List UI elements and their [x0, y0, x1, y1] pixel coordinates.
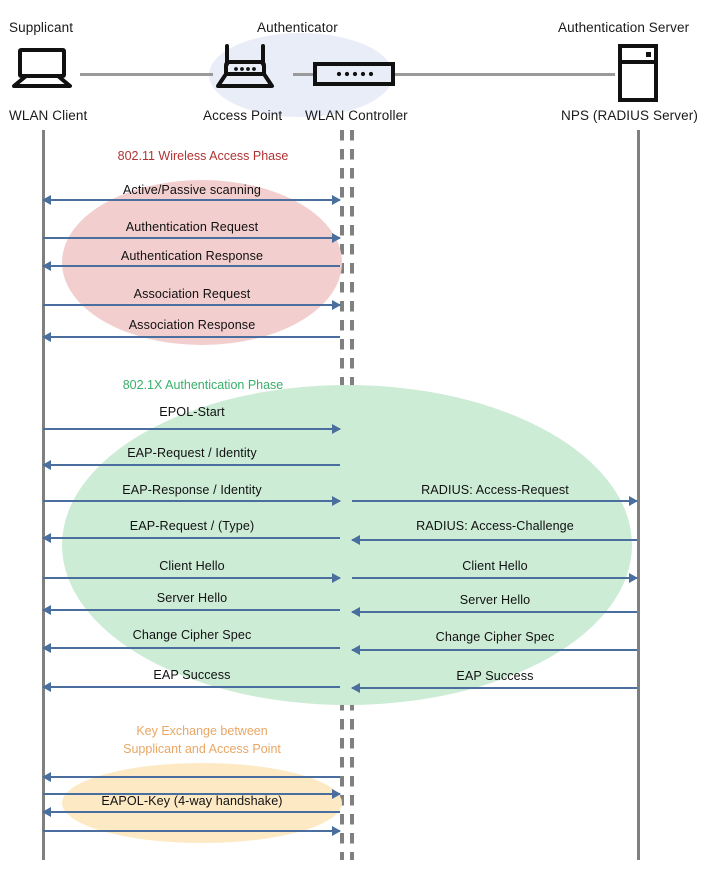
message-label: Server Hello: [459, 593, 531, 607]
message-label: EAP-Request / (Type): [129, 519, 255, 533]
wire-ap-to-controller: [293, 73, 313, 76]
actor-role-supplicant: Supplicant: [9, 20, 74, 35]
message-arrow: [351, 535, 637, 545]
message-arrow: [351, 683, 637, 693]
message-arrow: [42, 332, 340, 342]
message-arrow: [43, 573, 341, 583]
wire-client-to-ap: [80, 73, 213, 76]
message-arrow: [42, 261, 340, 271]
laptop-icon: [10, 48, 74, 95]
lifeline-supplicant: [42, 130, 45, 860]
message-arrow: [351, 645, 637, 655]
message-arrow: [352, 573, 638, 583]
message-arrow: [42, 605, 340, 615]
message-label: EAP-Request / Identity: [127, 446, 257, 460]
phase-caption-key-exchange-line2: Supplicant and Access Point: [123, 742, 281, 756]
message-arrow: [43, 496, 341, 506]
access-point-icon: [214, 44, 276, 95]
message-label: Authentication Response: [120, 249, 264, 263]
server-icon: [618, 44, 658, 107]
phase-caption-key-exchange-line1: Key Exchange between: [136, 724, 268, 738]
message-arrow: [42, 682, 340, 692]
message-arrow: [43, 826, 341, 836]
message-arrow: [42, 807, 340, 817]
wlan-controller-icon: [313, 62, 395, 91]
wire-controller-to-nps: [395, 73, 615, 76]
actor-name-nps: NPS (RADIUS Server): [561, 108, 698, 123]
message-arrow: [351, 607, 637, 617]
message-arrow: [42, 643, 340, 653]
message-arrow: [42, 772, 340, 782]
message-label: Active/Passive scanning: [122, 183, 262, 197]
message-label: EAP Success: [456, 669, 534, 683]
message-arrow: [42, 533, 340, 543]
message-label: Client Hello: [159, 559, 225, 573]
actor-name-wlan-client: WLAN Client: [9, 108, 88, 123]
message-arrow: [352, 496, 638, 506]
message-label: RADIUS: Access-Challenge: [416, 519, 574, 533]
actor-role-authenticator: Authenticator: [257, 20, 338, 35]
actor-name-access-point: Access Point: [203, 108, 283, 123]
message-arrow: [43, 233, 341, 243]
message-label: Association Request: [133, 287, 251, 301]
message-label: EAP Success: [153, 668, 231, 682]
message-arrow: [43, 424, 341, 434]
message-label: Change Cipher Spec: [132, 628, 252, 642]
actor-role-auth-server: Authentication Server: [558, 20, 690, 35]
message-label: Authentication Request: [125, 220, 259, 234]
message-arrow: [42, 195, 340, 205]
phase-caption-wireless-access: 802.11 Wireless Access Phase: [117, 149, 289, 163]
message-label: Client Hello: [462, 559, 528, 573]
message-label: Change Cipher Spec: [435, 630, 555, 644]
message-label: EAPOL-Key (4-way handshake): [101, 794, 283, 808]
phase-caption-dot1x: 802.1X Authentication Phase: [122, 378, 284, 392]
message-label: EAP-Response / Identity: [122, 483, 262, 497]
message-label: Server Hello: [156, 591, 228, 605]
message-arrow: [43, 300, 341, 310]
actor-name-wlan-controller: WLAN Controller: [305, 108, 408, 123]
phase-ellipse-dot1x: [62, 385, 632, 705]
message-label: RADIUS: Access-Request: [421, 483, 569, 497]
message-label: Association Response: [128, 318, 256, 332]
lifeline-auth-server: [637, 130, 640, 860]
message-arrow: [43, 789, 341, 799]
message-arrow: [42, 460, 340, 470]
message-label: EPOL-Start: [159, 405, 225, 419]
phase-ellipse-wireless-access: [62, 180, 342, 345]
